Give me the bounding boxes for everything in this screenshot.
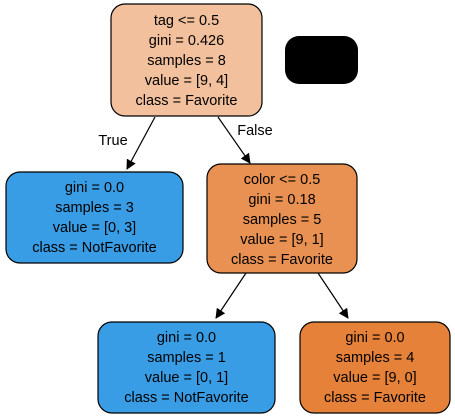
- edge-label-false: False: [237, 123, 272, 139]
- node-bottom-left-leaf-gini: gini = 0.0: [157, 330, 216, 346]
- node-left-leaf-samples: samples = 3: [55, 200, 134, 216]
- edge-color-split-to-bottom-left: [215, 272, 247, 319]
- tree-node-left-leaf: gini = 0.0 samples = 3 value = [0, 3] cl…: [5, 171, 184, 264]
- node-left-leaf-gini: gini = 0.0: [65, 180, 124, 196]
- node-box-bottom-left-leaf: [97, 321, 276, 414]
- node-root-value: value = [9, 4]: [145, 73, 228, 89]
- node-color-split-class: class = Favorite: [231, 252, 333, 268]
- node-color-split-value: value = [9, 1]: [240, 232, 323, 248]
- node-root-split-condition: tag <= 0.5: [154, 13, 219, 29]
- node-bottom-left-leaf-class: class = NotFavorite: [124, 390, 249, 406]
- node-root-class: class = Favorite: [136, 93, 238, 109]
- node-left-leaf-value: value = [0, 3]: [53, 220, 136, 236]
- tree-node-bottom-right-leaf: gini = 0.0 samples = 4 value = [9, 0] cl…: [299, 321, 451, 414]
- node-bottom-right-leaf-samples: samples = 4: [336, 350, 415, 366]
- node-box-root: [110, 3, 263, 117]
- node-bottom-right-leaf-gini: gini = 0.0: [345, 330, 404, 346]
- node-bottom-right-leaf-value: value = [9, 0]: [333, 370, 416, 386]
- node-color-split-gini: gini = 0.18: [248, 192, 315, 208]
- node-root-samples: samples = 8: [147, 53, 226, 69]
- tree-edges: [126, 116, 349, 319]
- node-bottom-left-leaf-samples: samples = 1: [147, 350, 226, 366]
- node-bottom-right-leaf-class: class = Favorite: [324, 390, 426, 406]
- tree-node-root: tag <= 0.5 gini = 0.426 samples = 8 valu…: [110, 3, 263, 117]
- tree-node-color-split: color <= 0.5 gini = 0.18 samples = 5 val…: [206, 163, 358, 274]
- node-left-leaf-class: class = NotFavorite: [32, 240, 157, 256]
- node-box-left-leaf: [5, 171, 184, 264]
- tree-node-bottom-left-leaf: gini = 0.0 samples = 1 value = [0, 1] cl…: [97, 321, 276, 414]
- edge-root-to-color-split: [217, 116, 251, 164]
- node-color-split-condition: color <= 0.5: [244, 172, 321, 188]
- node-box-bottom-right-leaf: [299, 321, 451, 414]
- redacted-box: [285, 36, 358, 84]
- edge-color-split-to-bottom-right: [317, 272, 349, 319]
- edge-label-true: True: [98, 133, 127, 149]
- node-bottom-left-leaf-value: value = [0, 1]: [145, 370, 228, 386]
- node-color-split-samples: samples = 5: [243, 212, 322, 228]
- edge-root-to-left-leaf: [126, 116, 156, 170]
- node-root-gini: gini = 0.426: [149, 33, 224, 49]
- node-box-color-split: [206, 163, 358, 274]
